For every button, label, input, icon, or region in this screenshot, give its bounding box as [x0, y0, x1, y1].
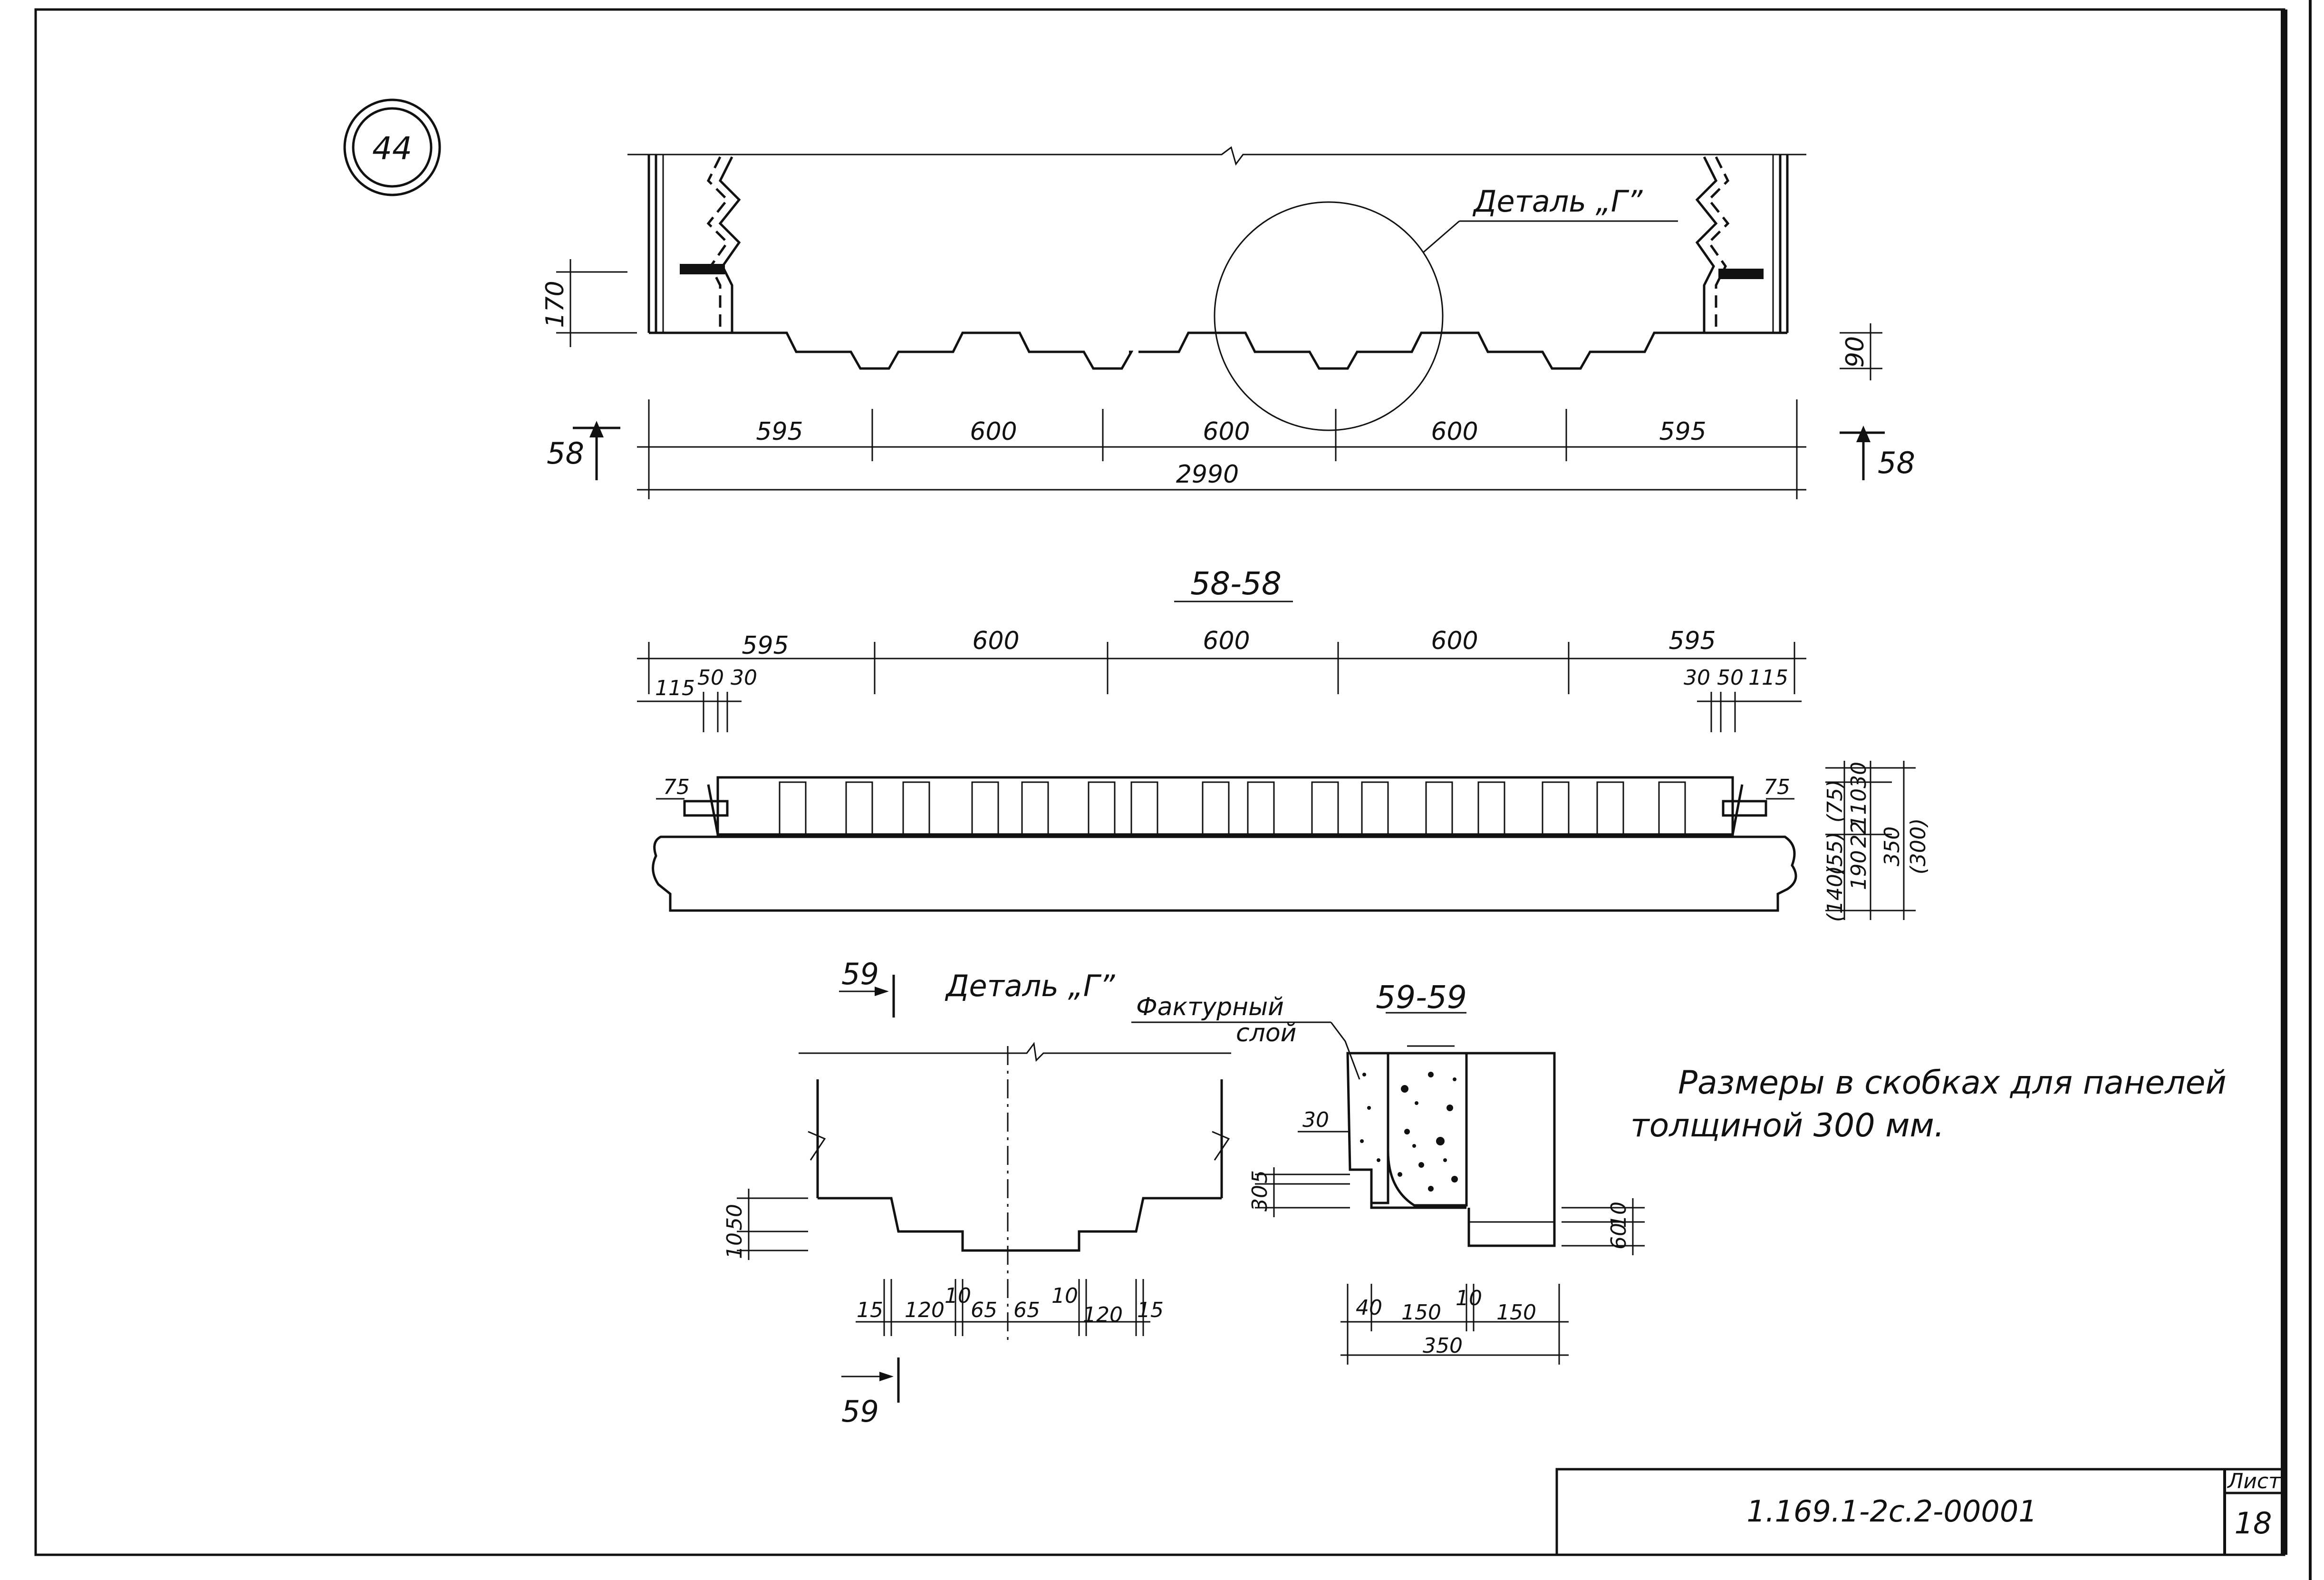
svg-text:115: 115: [655, 676, 695, 700]
svg-text:10: 10: [945, 1284, 971, 1308]
svg-text:90: 90: [1841, 336, 1870, 368]
svg-text:30: 30: [731, 666, 757, 690]
svg-text:10: 10: [1456, 1286, 1482, 1310]
svg-text:59-59: 59-59: [1376, 979, 1467, 1016]
svg-text:59: 59: [841, 1394, 879, 1429]
svg-text:30: 30: [1248, 1185, 1272, 1212]
dim-depth-90: 90: [1840, 323, 1882, 380]
svg-text:600: 600: [972, 627, 1019, 655]
dim-height-170: 170: [541, 259, 637, 347]
svg-text:58: 58: [547, 436, 584, 471]
svg-text:600: 600: [1203, 417, 1250, 446]
svg-text:50: 50: [697, 666, 724, 690]
svg-text:30: 30: [1847, 762, 1871, 788]
svg-text:595: 595: [1659, 417, 1706, 446]
sheet-marker: 44: [343, 98, 441, 196]
svg-text:595: 595: [1668, 627, 1716, 655]
svg-text:600: 600: [1431, 417, 1478, 446]
svg-text:350: 350: [1880, 826, 1904, 866]
detail-g-title: Деталь „Г”: [945, 969, 1115, 1003]
section-mark-58-right: 58: [1840, 426, 1915, 480]
svg-text:15: 15: [857, 1298, 883, 1322]
drawing-code: 1.169.1-2с.2-00001: [1746, 1494, 2037, 1529]
svg-text:толщиной 300 мм.: толщиной 300 мм.: [1630, 1107, 1944, 1144]
sheet-marker-label: 44: [372, 130, 412, 167]
svg-text:(55): (55): [1823, 832, 1847, 875]
svg-text:слой: слой: [1236, 1019, 1296, 1047]
svg-text:350: 350: [1423, 1334, 1463, 1358]
svg-text:5: 5: [1248, 1170, 1272, 1183]
svg-text:50: 50: [723, 1204, 747, 1231]
svg-text:600: 600: [1203, 627, 1250, 655]
title-block: 1.169.1-2с.2-00001 Лист 18: [1555, 1468, 2285, 1556]
panel-elevation: Деталь „Г”: [627, 146, 1806, 431]
svg-text:10: 10: [1607, 1202, 1631, 1228]
svg-text:22: 22: [1847, 821, 1871, 848]
svg-text:30: 30: [1684, 666, 1710, 690]
detail-callout-label: Деталь „Г”: [1472, 184, 1643, 219]
svg-text:Размеры в скобках для панелей: Размеры в скобках для панелей: [1678, 1064, 2227, 1102]
svg-text:30: 30: [1302, 1108, 1329, 1132]
svg-text:(140): (140): [1823, 866, 1847, 922]
svg-text:75: 75: [1764, 775, 1790, 799]
svg-text:60: 60: [1607, 1223, 1631, 1250]
section-58-title: 58-58: [1174, 565, 1293, 602]
svg-text:Фактурный: Фактурный: [1136, 993, 1284, 1021]
svg-text:40: 40: [1356, 1296, 1382, 1320]
svg-text:110: 110: [1847, 788, 1871, 828]
section-59: 59-59 Фактурный слой 30 30 5: [1131, 979, 1645, 1365]
svg-text:120: 120: [905, 1298, 945, 1322]
svg-text:170: 170: [541, 281, 569, 328]
svg-text:10: 10: [1051, 1284, 1078, 1308]
elevation-span-dims: 595 600 600 600 595 2990: [637, 399, 1806, 499]
svg-text:2990: 2990: [1176, 460, 1239, 489]
svg-text:(75): (75): [1823, 780, 1847, 823]
svg-text:600: 600: [970, 417, 1017, 446]
svg-text:120: 120: [1083, 1303, 1123, 1327]
section-58-body: 75 75: [652, 775, 1797, 912]
section-mark-58-left: 58: [547, 421, 620, 480]
svg-text:65: 65: [1013, 1298, 1040, 1322]
svg-text:(300): (300): [1906, 818, 1930, 874]
section-58-vertical-dims: (75) (55) (140) 30 110 22 190 350 (300): [1823, 761, 1930, 922]
detail-g: 59 Деталь „Г” 50 10 15 120 10 65 65: [723, 957, 1231, 1429]
svg-text:595: 595: [742, 631, 789, 660]
sheet-label: Лист: [2227, 1469, 2281, 1493]
svg-text:595: 595: [756, 417, 803, 446]
svg-text:115: 115: [1748, 666, 1788, 690]
section-58-top-dims: 595 600 600 600 595 115 50 30 30 50 115: [637, 627, 1806, 732]
svg-text:50: 50: [1717, 666, 1744, 690]
dimension-note: Размеры в скобках для панелей толщиной 3…: [1630, 1064, 2227, 1144]
drawing-frame: [34, 0, 2312, 1580]
sheet-number: 18: [2235, 1506, 2272, 1541]
svg-text:10: 10: [723, 1232, 747, 1259]
svg-text:600: 600: [1431, 627, 1478, 655]
svg-text:150: 150: [1496, 1300, 1536, 1325]
svg-text:190: 190: [1847, 850, 1871, 890]
svg-text:65: 65: [971, 1298, 997, 1322]
svg-text:58: 58: [1878, 446, 1915, 480]
svg-text:15: 15: [1137, 1298, 1164, 1322]
svg-text:75: 75: [663, 775, 690, 799]
svg-text:58-58: 58-58: [1190, 565, 1282, 602]
svg-text:150: 150: [1401, 1300, 1441, 1325]
svg-text:59: 59: [841, 957, 879, 991]
